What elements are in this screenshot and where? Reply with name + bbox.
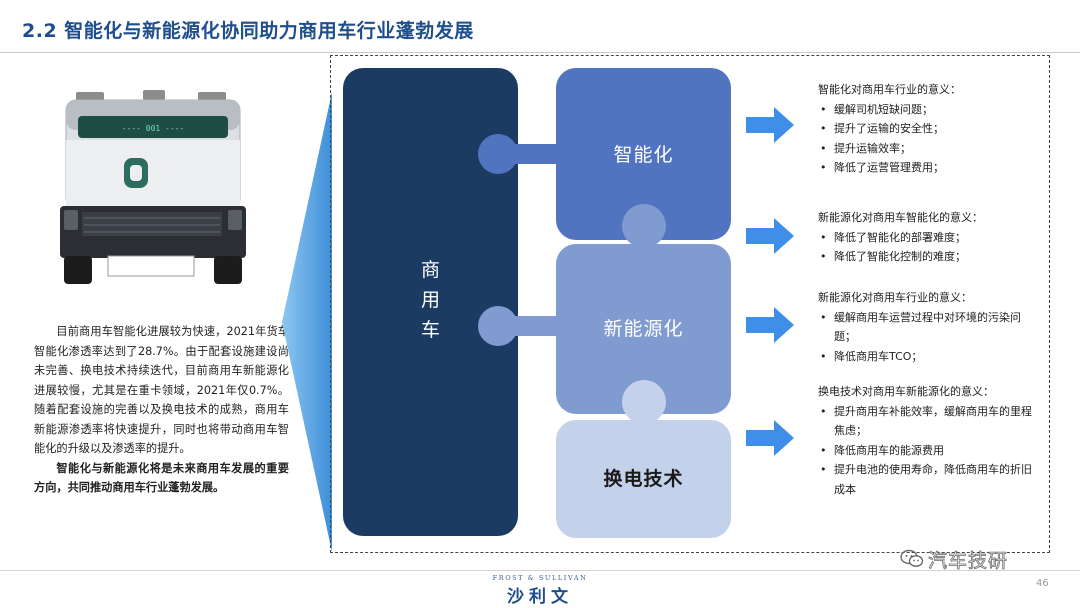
note-new-energy-for-intelligence: 新能源化对商用车智能化的意义： 降低了智能化的部署难度； 降低了智能化控制的难度… [818, 208, 1038, 267]
puzzle-piece-battery-swap [556, 420, 731, 538]
arrow-right-icon [746, 420, 794, 456]
puzzle-label-battery-swap: 换电技术 [603, 468, 684, 490]
note-item: 提升运输效率； [818, 139, 1038, 159]
note-item: 缓解司机短缺问题； [818, 100, 1038, 120]
description-text: 目前商用车智能化进展较为快速，2021年货车智能化渗透率达到了28.7%。由于配… [34, 322, 289, 498]
brand-logo: 沙利文 [507, 587, 573, 607]
left-label-char-1: 商 [420, 259, 440, 281]
truck-display-text: ---- 001 ---- [122, 124, 185, 133]
note-battery-swap-significance: 换电技术对商用车新能源化的意义： 提升商用车补能效率，缓解商用车的里程焦虑； 降… [818, 382, 1038, 499]
description-paragraph-1: 目前商用车智能化进展较为快速，2021年货车智能化渗透率达到了28.7%。由于配… [34, 325, 289, 455]
truck-cab-panel [66, 140, 240, 208]
arrow-right-icon [746, 107, 794, 143]
puzzle-knob-top-new-energy [622, 204, 666, 248]
note-item: 降低商用车TCO； [818, 347, 1038, 367]
arrow-right-icon [746, 218, 794, 254]
truck-roof-sensor-center [143, 90, 165, 100]
left-label-char-2: 用 [420, 289, 440, 311]
truck-headlight-right [228, 210, 242, 230]
puzzle-pieces [478, 68, 731, 538]
note-item: 提升了运输的安全性； [818, 119, 1038, 139]
note-item: 提升电池的使用寿命，降低商用车的折旧成本 [818, 460, 1038, 499]
truck-wheel-right [214, 256, 242, 284]
puzzle-knob-top-battery-swap [622, 380, 666, 424]
page-number: 46 [1036, 578, 1049, 589]
note-heading: 新能源化对商用车智能化的意义： [818, 211, 983, 224]
puzzle-label-intelligence: 智能化 [613, 144, 674, 166]
puzzle-knob-intelligence [478, 134, 518, 174]
wechat-watermark: 汽车技研 [900, 546, 1008, 572]
note-item: 缓解商用车运营过程中对环境的污染问题； [818, 308, 1038, 347]
arrow-right-icon [746, 307, 794, 343]
note-heading: 智能化对商用车行业的意义： [818, 83, 961, 96]
puzzle-neck-intelligence [512, 144, 558, 164]
note-intelligence-significance: 智能化对商用车行业的意义： 缓解司机短缺问题； 提升了运输的安全性； 提升运输效… [818, 80, 1038, 178]
note-item: 降低了智能化控制的难度； [818, 247, 1038, 267]
title-divider [0, 52, 1080, 53]
truck-plate [107, 255, 195, 277]
truck-wheel-left [64, 256, 92, 284]
diagram-frame [330, 55, 1050, 553]
note-item: 降低了智能化的部署难度； [818, 228, 1038, 248]
puzzle-piece-intelligence [556, 68, 731, 240]
commercial-vehicle-label: 商 用 车 [343, 255, 518, 345]
truck-logo-inner [130, 165, 142, 181]
autonomous-truck-image: ---- 001 ---- [60, 90, 246, 284]
note-heading: 新能源化对商用车行业的意义： [818, 291, 972, 304]
truck-grille-lines [84, 217, 220, 233]
note-heading: 换电技术对商用车新能源化的意义： [818, 385, 994, 398]
puzzle-knob-new-energy [478, 306, 518, 346]
brand-english: FROST & SULLIVAN [492, 574, 588, 582]
wechat-account-name: 汽车技研 [928, 549, 1009, 572]
note-item: 降低了运营管理费用； [818, 158, 1038, 178]
puzzle-piece-new-energy [556, 244, 731, 414]
puzzle-label-new-energy: 新能源化 [603, 318, 684, 340]
note-item: 降低商用车的能源费用 [818, 441, 1038, 461]
truck-display-panel [78, 116, 228, 138]
truck-headlight-left [64, 210, 78, 230]
note-item: 提升商用车补能效率，缓解商用车的里程焦虑； [818, 402, 1038, 441]
puzzle-neck-new-energy [512, 316, 558, 336]
funnel-connector [282, 92, 332, 552]
left-label-char-3: 车 [420, 319, 440, 341]
description-paragraph-2: 智能化与新能源化将是未来商用车发展的重要方向，共同推动商用车行业蓬勃发展。 [34, 461, 289, 495]
page-title: 2.2 智能化与新能源化协同助力商用车行业蓬勃发展 [22, 20, 474, 42]
footer-divider [0, 570, 1080, 571]
note-new-energy-significance: 新能源化对商用车行业的意义： 缓解商用车运营过程中对环境的污染问题； 降低商用车… [818, 288, 1038, 366]
wechat-icon [900, 549, 924, 567]
